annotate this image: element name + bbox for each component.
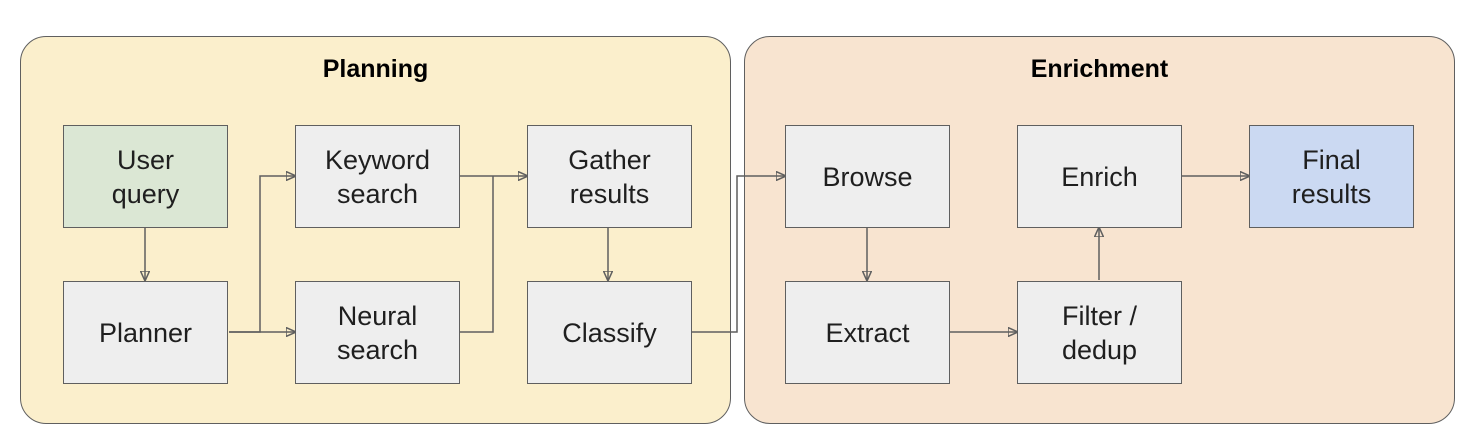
gather-results-node: Gather results [527, 125, 692, 228]
enrichment-title: Enrichment [1030, 55, 1169, 83]
filter-dedup-node: Filter / dedup [1017, 281, 1182, 384]
planning-title: Planning [322, 55, 429, 83]
keyword-search-node: Keyword search [295, 125, 460, 228]
browse-node: Browse [785, 125, 950, 228]
planner-node: Planner [63, 281, 228, 384]
final-results-node: Final results [1249, 125, 1414, 228]
extract-node: Extract [785, 281, 950, 384]
enrich-node: Enrich [1017, 125, 1182, 228]
classify-node: Classify [527, 281, 692, 384]
user-query-node: User query [63, 125, 228, 228]
neural-search-node: Neural search [295, 281, 460, 384]
